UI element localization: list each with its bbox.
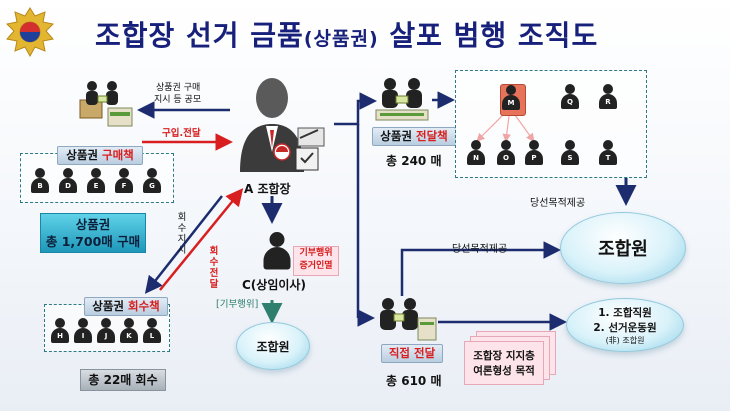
- member-person-icon: B: [30, 168, 50, 194]
- member-letter: G: [149, 182, 155, 190]
- member-letter: R: [605, 98, 611, 106]
- staff-line1: 1. 조합직원: [598, 306, 652, 319]
- member-circle-center: 조합원: [236, 322, 310, 370]
- badge-line1: 기부행위: [299, 248, 333, 258]
- note-line2: 여론형성 목적: [473, 365, 535, 377]
- member-person-icon: G: [142, 168, 162, 194]
- member-letter: E: [93, 182, 99, 190]
- member-person-icon: O: [496, 140, 516, 166]
- member-person-icon: Q: [560, 84, 580, 110]
- director-label: C(상임이사): [242, 278, 306, 292]
- member-letter: H: [57, 332, 63, 340]
- member-person-icon: I: [73, 318, 93, 344]
- arrow-direct-to-member: [400, 241, 561, 296]
- member-person-icon: S: [560, 140, 580, 166]
- delivery-purpose: 당선목적제공: [530, 198, 586, 209]
- note-line1: 조합장 지지층: [473, 350, 535, 362]
- member-person-icon: T: [598, 140, 618, 166]
- direct-tag: 직접 전달: [381, 344, 443, 363]
- member-person-icon: P: [524, 140, 544, 166]
- delivery-tag: 상품권 전달책: [372, 127, 456, 146]
- handover-scene-icon: [79, 81, 133, 127]
- collector-total-box: 총 22매 회수: [80, 369, 166, 391]
- staff-circle: 1. 조합직원 2. 선거운동원 (非) 조합원: [566, 298, 684, 352]
- donation-act-label: [기부행위]: [216, 299, 259, 310]
- delivery-scene-icon: [375, 78, 429, 121]
- buyer-tag: 상품권 구매책: [57, 146, 143, 165]
- member-letter: Q: [567, 98, 573, 106]
- member-person-icon: L: [142, 318, 162, 344]
- member-person-icon: D: [58, 168, 78, 194]
- member-person-icon: F: [114, 168, 134, 194]
- arrow-a-to-delivery: [334, 92, 377, 126]
- member-person-icon: E: [86, 168, 106, 194]
- member-letter: S: [567, 154, 573, 162]
- page-title: 조합장 선거 금품(상품권) 살포 범행 조직도: [95, 19, 599, 52]
- member-letter: N: [473, 154, 479, 162]
- member-letter: F: [121, 182, 127, 190]
- instruction-line1: 상품권 구매: [156, 83, 201, 93]
- instruction-line2: 지시 등 공모: [154, 95, 202, 105]
- badge-line2: 증거인멸: [299, 261, 333, 271]
- collector-tag: 상품권 회수책: [84, 297, 168, 316]
- member-circle-big: 조합원: [560, 212, 686, 284]
- police-emblem-icon: [5, 7, 55, 58]
- member-person-icon: J: [96, 318, 116, 344]
- director-figure-icon: [262, 232, 292, 271]
- staff-line3: (非) 조합원: [605, 335, 645, 345]
- buyer-total-line2: 총 1,700매 구매: [45, 234, 141, 249]
- direct-total: 총 610 매: [386, 374, 442, 388]
- buyer-total-line1: 상품권: [75, 217, 111, 232]
- chairman-label: A 조합장: [244, 182, 291, 196]
- member-letter: J: [104, 332, 108, 340]
- delivery-total: 총 240 매: [386, 154, 442, 168]
- purpose-note: 조합장 지지층 여론형성 목적: [464, 341, 544, 385]
- member-letter: D: [65, 182, 71, 190]
- member-letter: P: [531, 154, 537, 162]
- staff-line2: 2. 선거운동원: [593, 321, 657, 334]
- chairman-figure-icon: [240, 78, 325, 172]
- member-letter: T: [605, 154, 611, 162]
- member-letter: O: [503, 154, 509, 162]
- member-person-icon: K: [119, 318, 139, 344]
- direct-scene-icon: [380, 298, 437, 341]
- member-person-icon: H: [50, 318, 70, 344]
- purchase-delivery-label: 구입.전달: [162, 128, 201, 139]
- member-letter: B: [37, 182, 43, 190]
- buyer-total-box: 상품권 총 1,700매 구매: [40, 213, 146, 253]
- member-letter: I: [81, 332, 85, 340]
- member-letter: M: [507, 99, 515, 107]
- member-person-icon: N: [466, 140, 486, 166]
- member-person-icon: R: [598, 84, 618, 110]
- member-person-icon: M: [500, 84, 526, 116]
- arrow-collect-instruct: [144, 195, 223, 294]
- arrow-collect-deliver: [159, 188, 244, 291]
- evidence-badge: 기부행위 증거인멸: [293, 246, 339, 276]
- member-letter: K: [126, 332, 132, 340]
- direct-purpose: 당선목적제공: [452, 244, 508, 255]
- member-letter: L: [149, 332, 155, 340]
